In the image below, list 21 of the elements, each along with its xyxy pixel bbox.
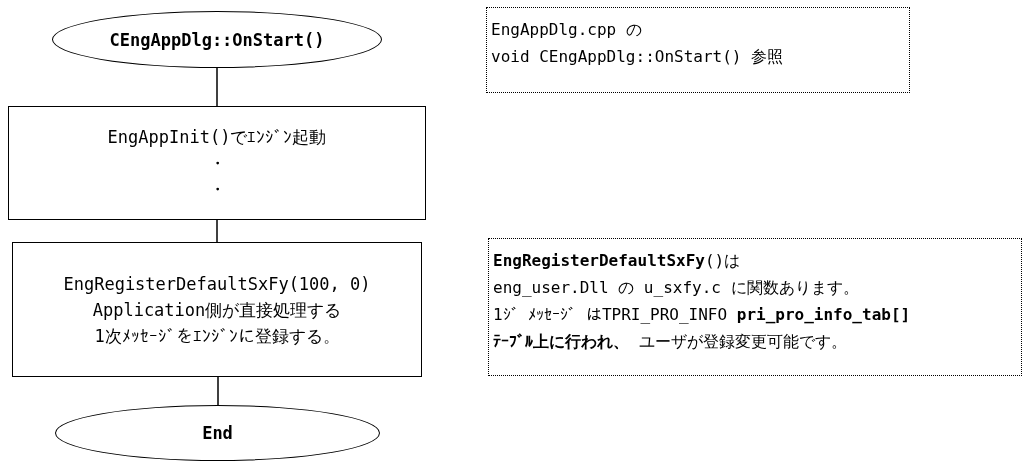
note-box xyxy=(488,238,1022,376)
note-text: 1ｼﾞ ﾒｯｾｰｼﾞ はTPRI_PRO_INFO pri_pro_info_tab[] xyxy=(493,304,911,326)
ellipsis-dot: ・ xyxy=(208,152,226,175)
note-text: ﾃｰﾌﾞﾙ上に行われ、 ユーザが登録変更可能です。 xyxy=(493,331,847,353)
ellipsis-dot: ・ xyxy=(208,178,226,201)
connector-line xyxy=(217,376,219,406)
connector-line xyxy=(216,67,218,107)
note-box xyxy=(486,7,910,93)
process-text: 1次ﾒｯｾｰｼﾞをｴﾝｼﾞﾝに登録する。 xyxy=(94,324,340,348)
process-text: EngAppInit()でｴﾝｼﾞﾝ起動 xyxy=(107,126,327,149)
process-box xyxy=(12,242,422,377)
note-text: eng_user.Dll の u_sxfy.c に関数あります。 xyxy=(493,277,859,299)
note-text: EngAppDlg.cpp の xyxy=(491,19,642,41)
terminal-label: End xyxy=(202,422,233,445)
note-text: void CEngAppDlg::OnStart() 参照 xyxy=(491,46,784,68)
process-box xyxy=(8,106,426,220)
connector-line xyxy=(216,219,218,243)
process-text: EngRegisterDefaultSxFy(100, 0) xyxy=(63,272,371,296)
terminal-label: CEngAppDlg::OnStart() xyxy=(109,28,325,52)
process-text: Application側が直接処理する xyxy=(92,298,342,322)
note-text: EngRegisterDefaultSxFy()は xyxy=(493,250,741,272)
